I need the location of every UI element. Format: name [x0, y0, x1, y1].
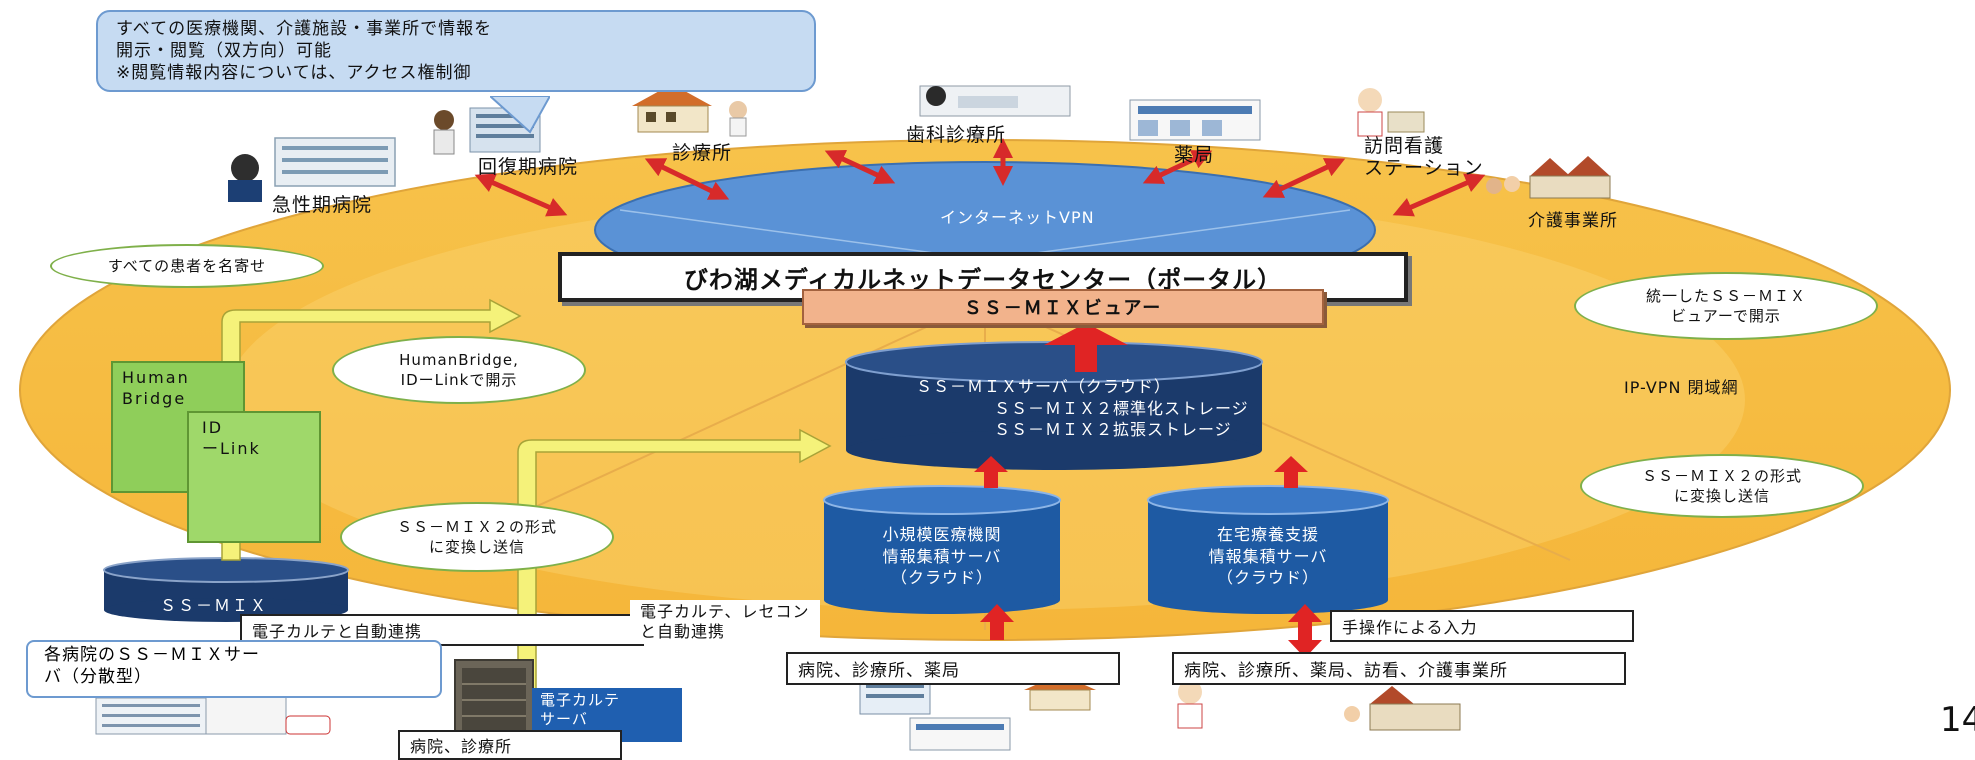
source-facilities-home-icon: [1177, 680, 1461, 731]
ssmix-viewer-title: ＳＳ－ＭＩＸビュアー: [963, 298, 1163, 319]
care-office-icon: [1486, 156, 1611, 199]
manual-input-double-arrow: [1288, 604, 1322, 658]
home-nursing-icon: [1357, 88, 1425, 137]
source-facilities-small-icon: [859, 674, 1096, 751]
home-server-cylinder: [1147, 485, 1389, 614]
idlink-card: [187, 411, 321, 543]
cloud-server-line1: ＳＳ－ＭＩＸサーバ（クラウド）: [916, 377, 1171, 396]
sources-to-small-arrow: [980, 604, 1014, 640]
top-note-line3: ※閲覧情報内容については、アクセス権制御: [116, 63, 472, 84]
ssmix-viewer-box: ＳＳ－ＭＩＸビュアー: [802, 289, 1324, 325]
label-hospital-ssmix: 各病院のＳＳ－ＭＩＸサー バ（分散型）: [26, 640, 442, 698]
label-ip-vpn: IP-VPN 閉域網: [1624, 378, 1739, 397]
home-server-line1: 在宅療養支援: [1216, 525, 1319, 544]
page-number: 14: [1940, 700, 1975, 740]
humanbridge-card-text: Human Bridge: [122, 368, 190, 408]
small-server-line3: （クラウド）: [890, 568, 993, 588]
label-internet-vpn: インターネットVPN: [940, 208, 1095, 227]
small-server-line2: 情報集積サーバ: [882, 546, 1002, 566]
home-server-line3: （クラウド）: [1216, 568, 1319, 588]
ssmix-local-label: ＳＳ－ＭＩＸ: [160, 596, 269, 615]
label-home-nursing: 訪問看護 ステーション: [1364, 135, 1484, 179]
label-dental-clinic: 歯科診療所: [906, 124, 1007, 146]
facility-link-arrows: [474, 138, 1486, 217]
idlink-card-text: ID ーLink: [202, 418, 261, 458]
small-server-cylinder: [823, 485, 1061, 614]
top-note: すべての医療機関、介護施設・事業所で情報を 開示・閲覧（双方向）可能 ※閲覧情報…: [96, 10, 816, 93]
label-sources-ehr: 病院、診療所: [398, 730, 622, 760]
label-acute-hospital: 急性期病院: [272, 194, 373, 216]
top-note-line2: 開示・閲覧（双方向）可能: [116, 41, 332, 62]
top-note-line1: すべての医療機関、介護施設・事業所で情報を: [116, 19, 493, 39]
callout-convert-left: ＳＳ－ＭＩＸ２の形式 に変換し送信: [340, 502, 614, 572]
label-pharmacy: 薬局: [1174, 144, 1215, 166]
dental-clinic-icon: [919, 85, 1071, 117]
small-server-line1: 小規模医療機関: [882, 525, 1002, 544]
small-to-cloud-arrow: [974, 456, 1008, 488]
label-manual-input: 手操作による入力: [1330, 610, 1634, 642]
home-server-line2: 情報集積サーバ: [1208, 546, 1328, 566]
label-recovery-hospital: 回復期病院: [478, 156, 579, 178]
callout-unified-viewer: 統一したＳＳ－ＭＩＸ ビュアーで開示: [1574, 272, 1878, 340]
label-ehr-receipt: 電子カルテ、レセコン と自動連携: [630, 600, 820, 644]
label-clinic: 診療所: [672, 142, 733, 164]
cloud-server-cylinder: [845, 341, 1263, 470]
yellow-connector-arrows: [221, 298, 832, 691]
top-note-tail: [490, 96, 550, 134]
viewer-up-arrow: [1044, 323, 1128, 372]
small-server-text: 小規模医療機関 情報集積サーバ （クラウド）: [826, 524, 1058, 589]
cloud-server-line3: ＳＳ－ＭＩＸ２拡張ストレージ: [994, 420, 1232, 440]
label-sources-home: 病院、診療所、薬局、訪看、介護事業所: [1172, 652, 1626, 685]
cloud-server-text: ＳＳ－ＭＩＸサーバ（クラウド） ＳＳ－ＭＩＸ２標準化ストレージ ＳＳ－ＭＩＸ２拡…: [850, 376, 1260, 441]
label-care-office: 介護事業所: [1528, 211, 1618, 231]
cloud-server-line2: ＳＳ－ＭＩＸ２標準化ストレージ: [994, 398, 1249, 418]
callout-humanbridge: HumanBridge, IDーLinkで開示: [332, 336, 586, 404]
clinic-icon: [632, 84, 747, 137]
portal-title: びわ湖メディカルネットデータセンター（ポータル）: [683, 265, 1283, 294]
server-tower-icon: [454, 659, 534, 741]
home-to-cloud-arrow: [1274, 456, 1308, 488]
label-sources-small: 病院、診療所、薬局: [786, 652, 1120, 685]
pharmacy-icon: [1129, 99, 1261, 141]
callout-all-patients: すべての患者を名寄せ: [50, 244, 324, 288]
callout-convert-right: ＳＳ－ＭＩＸ２の形式 に変換し送信: [1580, 454, 1864, 518]
acute-hospital-icon: [228, 137, 396, 202]
home-server-text: 在宅療養支援 情報集積サーバ （クラウド）: [1150, 524, 1386, 589]
